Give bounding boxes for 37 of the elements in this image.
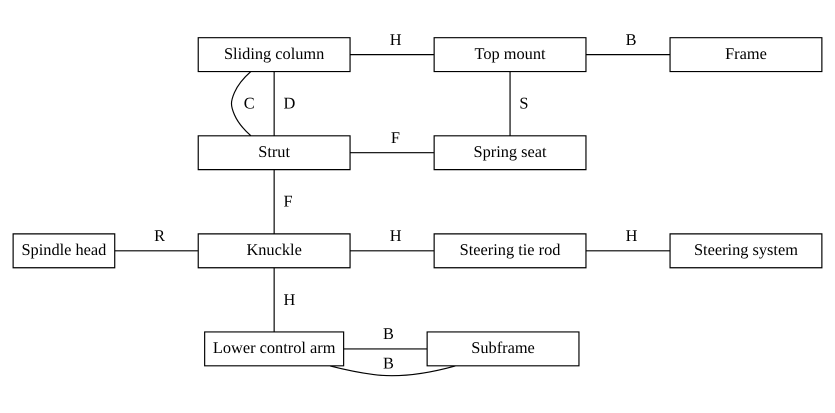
edge-label: B — [383, 324, 394, 343]
edge-label: H — [390, 226, 402, 245]
edge-label: R — [154, 226, 166, 245]
node-box: Lower control arm — [204, 330, 344, 366]
node-box: Sliding column — [198, 36, 351, 72]
node-box: Strut — [198, 134, 351, 170]
connector — [586, 54, 670, 55]
edge-label: S — [519, 93, 528, 112]
connector — [509, 71, 511, 136]
connector — [274, 169, 275, 234]
connector — [586, 250, 670, 251]
edge-label: B — [626, 29, 637, 48]
edge-label: F — [283, 191, 293, 210]
edge-label: B — [383, 352, 394, 372]
node-box: Steering system — [669, 232, 822, 268]
node-box: Spring seat — [434, 134, 587, 170]
connector — [230, 70, 252, 136]
connector — [350, 54, 434, 55]
connector — [344, 348, 427, 349]
connector — [114, 250, 198, 251]
edge-label: H — [390, 29, 402, 48]
connector — [350, 152, 434, 153]
connector — [330, 364, 456, 376]
node-box: Top mount — [434, 36, 587, 72]
edge-label: H — [283, 289, 296, 308]
connector — [350, 250, 434, 251]
edge-label: D — [283, 93, 296, 112]
edge-label: H — [626, 226, 638, 245]
node-box: Subframe — [426, 330, 580, 366]
connector — [274, 267, 275, 332]
edge-label: C — [244, 93, 255, 112]
node-box: Knuckle — [198, 232, 351, 268]
node-box: Frame — [669, 36, 822, 72]
node-box: Steering tie rod — [434, 232, 587, 268]
connector — [274, 71, 275, 136]
node-box: Spindle head — [12, 232, 116, 268]
edge-label: F — [390, 128, 400, 147]
